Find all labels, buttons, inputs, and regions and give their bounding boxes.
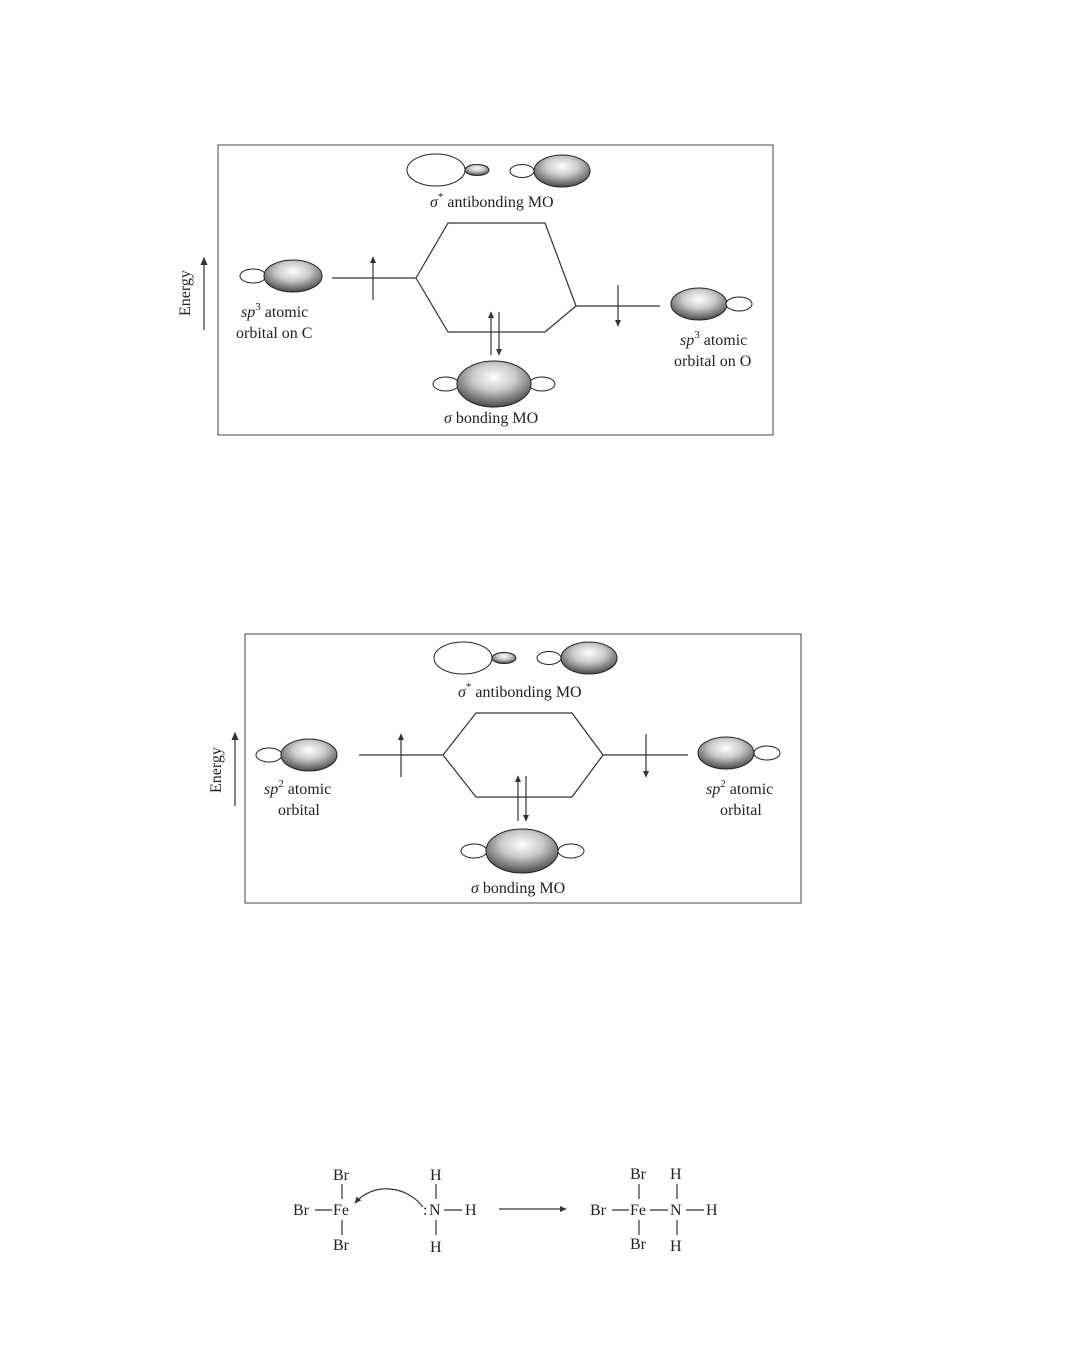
atom-br-left: Br <box>590 1202 607 1219</box>
left-atomic-orbital-shape <box>239 259 323 293</box>
atom-h-bottom: H <box>670 1238 682 1255</box>
energy-axis: Energy <box>208 731 239 806</box>
atom-h-right: H <box>706 1202 718 1219</box>
mo-diagram-sp2: Energy σ* antibonding MO sp2 atomic orbi… <box>208 633 802 904</box>
right-atomic-orbital-label-line2: orbital <box>720 802 762 819</box>
bonding-orbital-shape <box>460 828 585 874</box>
atom-fe: Fe <box>630 1202 646 1219</box>
energy-label: Energy <box>177 270 194 316</box>
right-atomic-orbital-shape <box>697 736 781 770</box>
diagram-frame <box>217 144 774 436</box>
energy-levels <box>359 712 688 798</box>
atom-h-top: H <box>430 1167 442 1184</box>
right-atomic-orbital-label-line2: orbital on O <box>674 353 751 370</box>
atom-br-top: Br <box>333 1167 350 1184</box>
antibonding-mo-label: σ* antibonding MO <box>430 191 554 211</box>
right-atomic-orbital-shape <box>670 287 753 321</box>
antibonding-orbital-shape <box>433 641 618 675</box>
left-atomic-orbital-label-line2: orbital on C <box>236 325 312 342</box>
reactant-febr3: Br Br Fe Br <box>293 1167 350 1254</box>
right-atomic-orbital-label-line1: sp3 atomic <box>680 329 747 349</box>
bonding-correlation <box>415 277 577 333</box>
energy-levels <box>332 222 660 333</box>
bonding-mo-label: σ bonding MO <box>471 880 565 897</box>
electron-arrows <box>398 733 649 822</box>
antibonding-correlation <box>415 222 577 307</box>
product-adduct: Br Br Fe Br H N H H <box>590 1166 718 1255</box>
left-atomic-orbital-label-line1: sp2 atomic <box>264 778 331 798</box>
febr3-ammonia-reaction: Br Br Fe Br H : N H H Br Br <box>293 1166 718 1256</box>
atom-h-right: H <box>465 1202 477 1219</box>
atom-n: N <box>670 1202 682 1219</box>
electron-arrows <box>370 256 621 356</box>
antibonding-orbital-shape <box>406 153 591 188</box>
antibonding-correlation <box>442 712 604 756</box>
right-atomic-orbital-label-line1: sp2 atomic <box>706 778 773 798</box>
atom-h-bottom: H <box>430 1239 442 1256</box>
atom-br-left: Br <box>293 1202 310 1219</box>
left-atomic-orbital-shape <box>255 738 338 772</box>
diagram-frame <box>244 633 802 904</box>
bonding-correlation <box>442 754 604 798</box>
mo-diagram-c-o: Energy σ* antibonding MO sp3 atomic orbi… <box>177 144 774 436</box>
bonding-orbital-shape <box>432 360 556 408</box>
reactant-ammonia: H : N H H <box>423 1167 477 1256</box>
left-atomic-orbital-label-line2: orbital <box>278 802 320 819</box>
atom-br-bottom: Br <box>630 1236 647 1253</box>
energy-label: Energy <box>208 747 225 793</box>
atom-br-top: Br <box>630 1166 647 1183</box>
energy-axis: Energy <box>177 256 208 330</box>
atom-h-top: H <box>670 1166 682 1183</box>
antibonding-mo-label: σ* antibonding MO <box>458 681 582 701</box>
atom-fe: Fe <box>333 1202 349 1219</box>
left-atomic-orbital-label-line1: sp3 atomic <box>241 301 308 321</box>
lone-pair: : <box>423 1202 427 1219</box>
atom-n: N <box>429 1202 441 1219</box>
atom-br-bottom: Br <box>333 1237 350 1254</box>
bonding-mo-label: σ bonding MO <box>444 410 538 427</box>
curved-electron-arrow <box>354 1188 424 1208</box>
